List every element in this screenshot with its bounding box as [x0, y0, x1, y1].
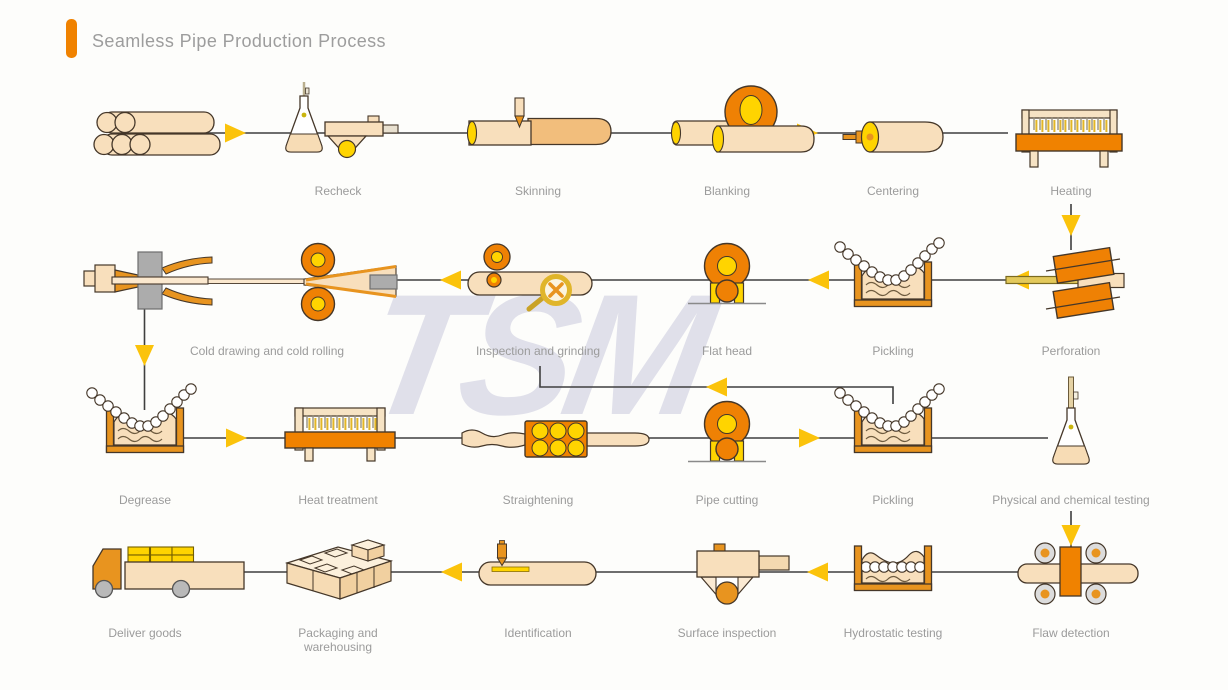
flat-head-icon [687, 242, 767, 305]
blanking-icon [670, 85, 815, 153]
heat-treatment-icon [284, 407, 396, 462]
pipe-cutting-icon [687, 400, 767, 463]
centering-icon [842, 121, 944, 153]
label-packaging-warehousing: Packaging and warehousing [298, 626, 378, 655]
inspection-grinding-icon [467, 243, 593, 312]
flaw-detection-icon [1017, 542, 1139, 605]
physical-chemical-testing-icon [1052, 376, 1090, 465]
arrow-right [799, 428, 820, 448]
surface-inspection-icon [696, 543, 790, 605]
skinning-icon [466, 97, 612, 146]
label-perforation: Perforation [1041, 344, 1101, 358]
arrow-left [706, 377, 727, 397]
arrow-right [225, 123, 246, 143]
label-surface-inspection: Surface inspection [677, 626, 777, 640]
recheck-icon [285, 82, 399, 159]
label-pickling: Pickling [872, 344, 914, 358]
label-inspection-grinding: Inspection and grinding [475, 344, 601, 358]
page-title: Seamless Pipe Production Process [92, 31, 386, 51]
label-heating: Heating [1050, 184, 1092, 198]
arrow-right [226, 428, 247, 448]
raw-pipes-icon [93, 111, 221, 156]
label-skinning: Skinning [514, 184, 562, 198]
label-pipe-cutting: Pipe cutting [695, 493, 759, 507]
arrow-left [440, 270, 461, 290]
label-hydrostatic-testing: Hydrostatic testing [843, 626, 943, 640]
heating-icon [1015, 109, 1123, 168]
label-pickling-2: Pickling [872, 493, 914, 507]
perforation-icon [1005, 246, 1125, 320]
title-accent-bar [66, 19, 77, 58]
arrow-down [1061, 215, 1081, 236]
identification-icon [478, 540, 597, 586]
label-flaw-detection: Flaw detection [1032, 626, 1110, 640]
label-flat-head: Flat head [701, 344, 753, 358]
packaging-boxes-icon [284, 539, 394, 600]
straightening-icon [461, 420, 650, 458]
cold-drawing-icon [83, 242, 398, 322]
degrease-tank-icon [86, 383, 197, 454]
label-blanking: Blanking [703, 184, 751, 198]
arrow-down [1061, 525, 1081, 546]
arrow-left [807, 562, 828, 582]
arrow-left [441, 562, 462, 582]
label-deliver-goods: Deliver goods [108, 626, 182, 640]
pickling2-tank-icon [834, 383, 945, 454]
label-straightening: Straightening [502, 493, 574, 507]
deliver-goods-truck-icon [92, 546, 245, 599]
label-recheck: Recheck [314, 184, 362, 198]
label-degrease: Degrease [118, 493, 172, 507]
label-cold-drawing: Cold drawing and cold rolling [189, 344, 345, 358]
label-heat-treatment: Heat treatment [298, 493, 378, 507]
arrow-left [808, 270, 829, 290]
label-physical-chemical-testing: Physical and chemical testing [992, 493, 1150, 507]
label-centering: Centering [866, 184, 920, 198]
pickling-tank-icon [834, 237, 945, 308]
hydrostatic-testing-icon [853, 545, 933, 592]
label-identification: Identification [504, 626, 572, 640]
arrow-down [135, 345, 154, 366]
